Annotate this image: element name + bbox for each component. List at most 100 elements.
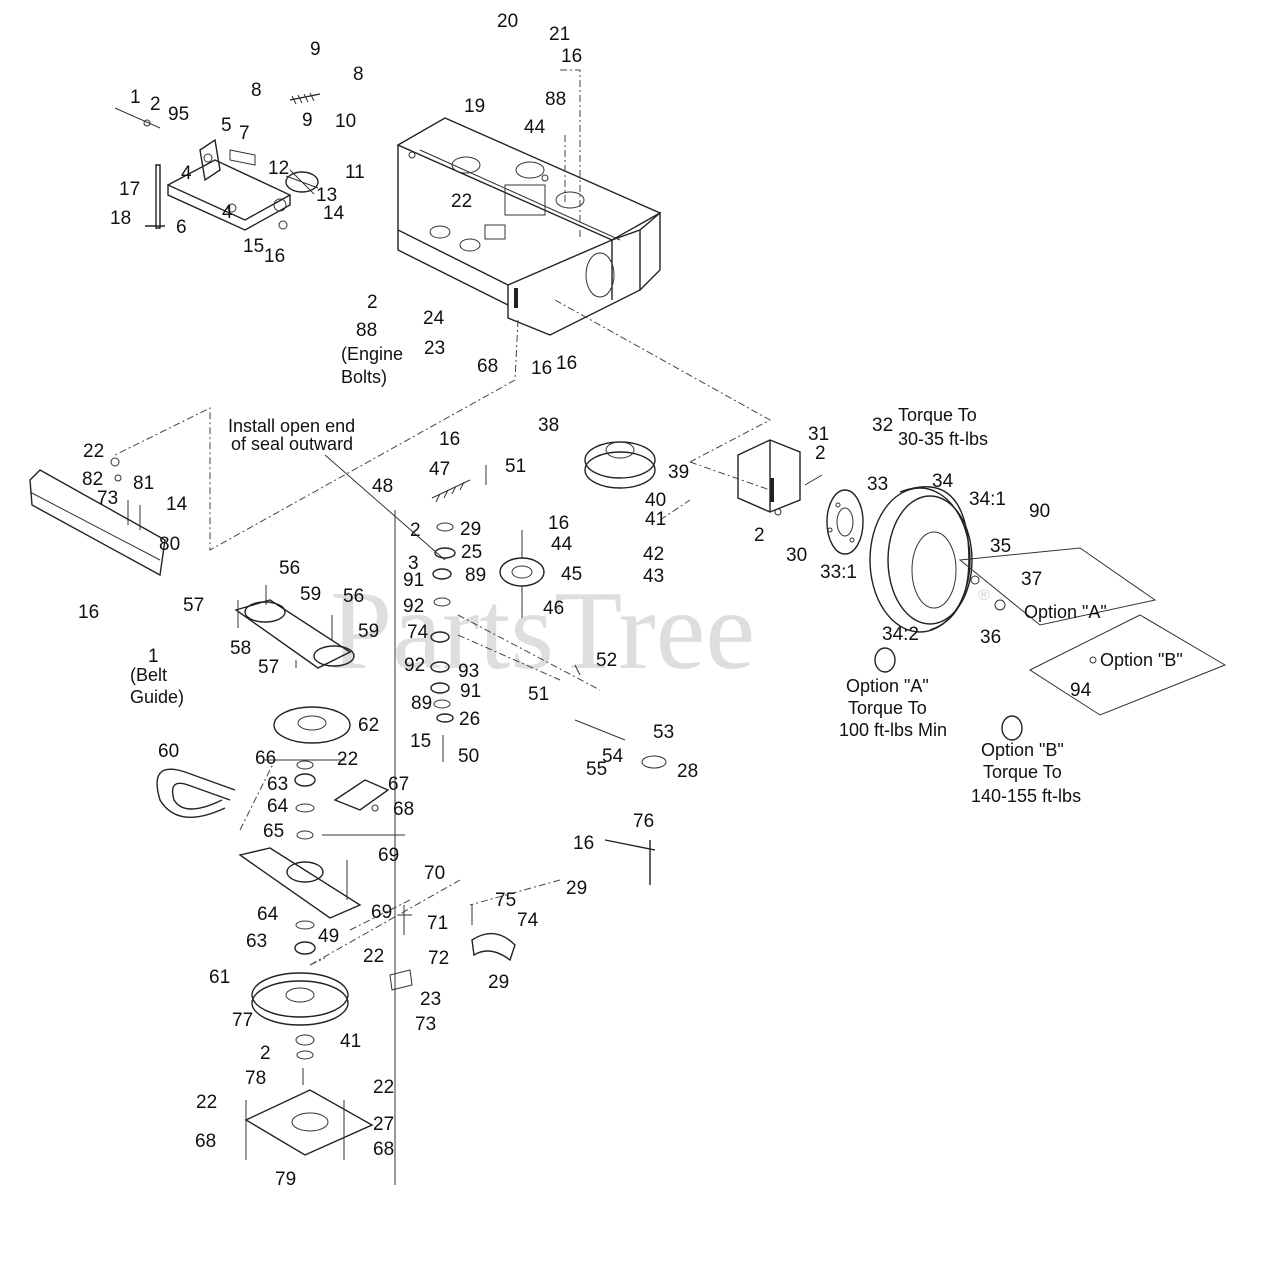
lower-pulley-62 — [273, 706, 351, 840]
callout: 47 — [429, 459, 450, 480]
callout: 59 — [358, 621, 379, 642]
callout: 89 — [465, 565, 486, 586]
callout: 88 — [356, 320, 377, 341]
callout: 24 — [423, 308, 445, 329]
callout: 7 — [239, 123, 250, 144]
callout: 57 — [258, 657, 279, 678]
callout: 74 — [517, 910, 539, 931]
callout: 35 — [990, 536, 1011, 557]
callout: 68 — [195, 1131, 216, 1152]
callout: 76 — [633, 811, 654, 832]
callout: 58 — [230, 638, 251, 659]
callout: 8 — [353, 64, 364, 85]
callout: 16 — [561, 46, 582, 67]
callout: 10 — [335, 111, 356, 132]
callout: 69 — [371, 902, 392, 923]
callout: 2 — [260, 1043, 271, 1064]
callout: 57 — [183, 595, 204, 616]
callout: 6 — [176, 217, 187, 238]
callout: 17 — [119, 179, 140, 200]
option-a-torque-line3: 100 ft-lbs Min — [839, 720, 947, 740]
callout: 92 — [403, 596, 424, 617]
option-a-torque-line1: Option "A" — [846, 676, 929, 696]
torque-32-note-line1: Torque To — [898, 405, 977, 425]
option-a-label: Option "A" — [1024, 602, 1107, 622]
seal-note-line2: of seal outward — [231, 434, 353, 454]
callout: 77 — [232, 1010, 253, 1031]
callout: 50 — [458, 746, 479, 767]
callout: 33 — [867, 474, 888, 495]
callout: 8 — [251, 80, 262, 101]
callout: 62 — [358, 715, 379, 736]
callout: 11 — [345, 162, 365, 183]
callout: 75 — [495, 890, 516, 911]
callout: 18 — [110, 208, 131, 229]
watermark: PartsTree — [330, 569, 755, 693]
callout: 44 — [524, 117, 546, 138]
callout: 22 — [451, 191, 472, 212]
option-a-torque-line2: Torque To — [848, 698, 927, 718]
callout: 42 — [643, 544, 664, 565]
callout: 61 — [209, 967, 230, 988]
callout: 68 — [477, 356, 498, 377]
callout: 34:2 — [882, 624, 919, 645]
callout: 3 — [408, 553, 419, 574]
stacked-washers — [430, 522, 456, 762]
callout: 22 — [337, 749, 358, 770]
bracket-67 — [333, 779, 390, 812]
callout: 41 — [340, 1031, 361, 1052]
callout: 38 — [538, 415, 559, 436]
callout: 53 — [653, 722, 674, 743]
callout: 33:1 — [820, 562, 857, 583]
callout: 52 — [596, 650, 617, 671]
callout: 19 — [464, 96, 485, 117]
callout: 20 — [497, 11, 518, 32]
callout: 70 — [424, 863, 445, 884]
callout: 92 — [404, 655, 425, 676]
callout: 64 — [267, 796, 289, 817]
callout: 49 — [318, 926, 339, 947]
callout: 34:1 — [969, 489, 1006, 510]
mount-plate-79 — [244, 1089, 374, 1160]
callout: 63 — [267, 774, 288, 795]
callout: 48 — [372, 476, 393, 497]
callout: 56 — [343, 586, 364, 607]
callout: 5 — [221, 115, 232, 136]
option-panels — [874, 547, 1227, 741]
callout: 22 — [196, 1092, 217, 1113]
callout: 2 — [754, 525, 765, 546]
callout: 73 — [97, 488, 118, 509]
callout: 54 — [602, 746, 624, 767]
callout: 14 — [323, 203, 345, 224]
option-b-torque-line3: 140-155 ft-lbs — [971, 786, 1081, 806]
callout: 16 — [548, 513, 569, 534]
callout: 14 — [166, 494, 188, 515]
callout: 26 — [459, 709, 480, 730]
callout: 16 — [264, 246, 285, 267]
callout: 23 — [424, 338, 445, 359]
callout: 16 — [439, 429, 460, 450]
callout: 25 — [461, 542, 482, 563]
callout: 12 — [268, 158, 289, 179]
belt-60 — [156, 768, 236, 818]
callout: 79 — [275, 1169, 296, 1190]
lower-pulley-77 — [251, 920, 349, 1085]
callout: 51 — [528, 684, 549, 705]
callout: 32 — [872, 415, 893, 436]
callout: 2 — [410, 520, 421, 541]
callout: 68 — [373, 1139, 394, 1160]
callout: 39 — [668, 462, 689, 483]
callout: 91 — [403, 570, 424, 591]
callout: 1 — [130, 87, 141, 108]
callout: 64 — [257, 904, 279, 925]
callout: 59 — [300, 584, 321, 605]
callout: 13 — [316, 185, 337, 206]
callout: 29 — [488, 972, 509, 993]
callout-numbers: 20 21 16 88 44 19 22 9 8 10 9 8 1 2 95 5… — [78, 11, 1092, 1190]
callout: 45 — [561, 564, 582, 585]
watermark-registered-mark: ® — [978, 587, 990, 604]
callout: 74 — [407, 622, 429, 643]
option-b-torque-line2: Torque To — [983, 762, 1062, 782]
seal-note-line1: Install open end — [228, 416, 355, 436]
